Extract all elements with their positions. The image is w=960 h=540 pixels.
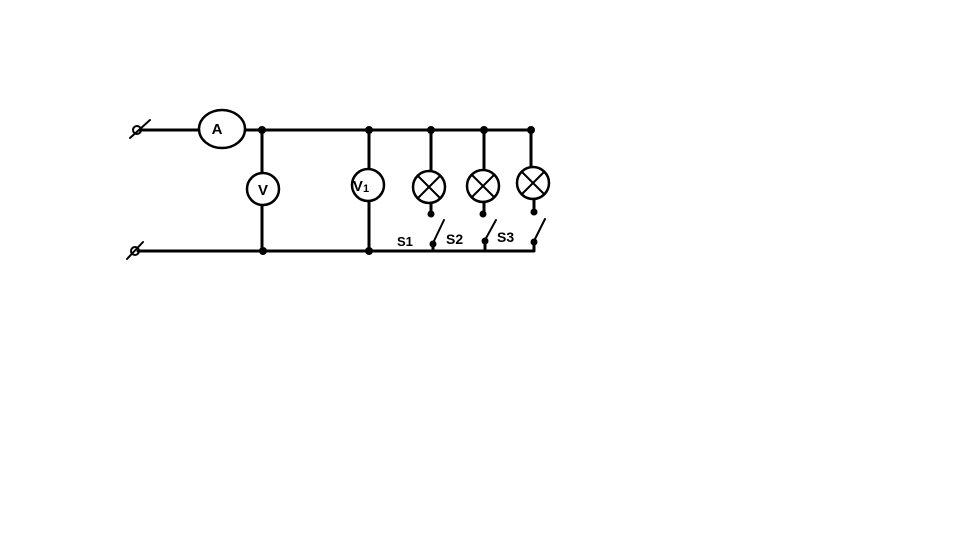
lamp-3 xyxy=(515,128,551,214)
voltmeter1-branch: V1 xyxy=(350,128,386,253)
switch-1 xyxy=(427,210,445,253)
switch-3-label: S3 xyxy=(497,229,514,245)
switch-2 xyxy=(479,210,497,253)
junction-dots xyxy=(258,126,535,255)
ammeter-label: A xyxy=(212,121,223,138)
voltmeter-label: V xyxy=(258,182,268,199)
lamp-2 xyxy=(465,128,501,216)
lamp-1 xyxy=(411,128,447,216)
switch-2-label: S2 xyxy=(446,231,463,247)
voltmeter1-label: V1 xyxy=(353,178,369,195)
switch-1-label: S1 xyxy=(397,234,413,249)
switch-3 xyxy=(530,208,546,253)
voltmeter-branch: V xyxy=(245,128,281,253)
ammeter: A xyxy=(197,108,247,150)
